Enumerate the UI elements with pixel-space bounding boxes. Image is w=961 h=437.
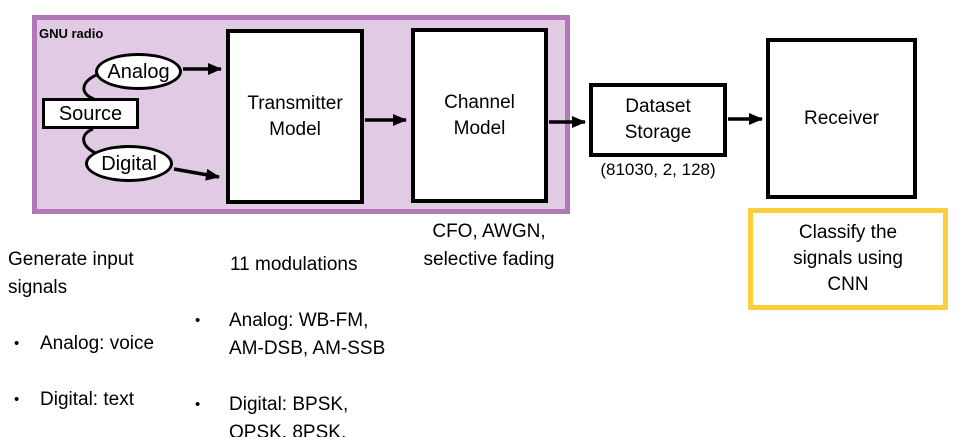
source-label: Source [58, 102, 123, 125]
receiver-label: Receiver [804, 107, 879, 129]
annotation-generate-item-digital: • Digital: text [8, 386, 198, 414]
bullet-icon: • [195, 396, 201, 413]
transmitter-model-label: Transmitter Model [247, 92, 343, 140]
classify-note-box: Classify the signals using CNN [748, 208, 948, 310]
channel-model-node: Channel Model [411, 28, 548, 203]
digital-node: Digital [85, 145, 173, 182]
annotation-channel-effects: CFO, AWGN, selective fading [423, 221, 555, 270]
analog-label: Analog [107, 60, 170, 83]
annotation-modulations-title: 11 modulations [230, 254, 358, 275]
source-node: Source [42, 98, 139, 129]
annotation-modulations-item-digital: • Digital: BPSK, QPSK, 8PSK, 16QAM, 64QA… [193, 391, 408, 437]
bullet-icon: • [195, 312, 201, 329]
bullet-icon: • [14, 335, 20, 352]
annotation-generate-input: Generate input signals • Analog: voice •… [8, 218, 198, 437]
analog-node: Analog [95, 53, 182, 90]
gnu-radio-label: GNU radio [39, 26, 104, 41]
dataset-storage-label: Dataset Storage [624, 96, 692, 143]
dataset-shape-label: (81030, 2, 128) [600, 160, 716, 179]
bullet-icon: • [14, 391, 20, 408]
annotation-modulations-item-analog: • Analog: WB-FM, AM-DSB, AM-SSB [193, 307, 408, 363]
transmitter-model-node: Transmitter Model [226, 29, 364, 204]
digital-label: Digital [101, 152, 157, 175]
annotation-generate-item-analog: • Analog: voice [8, 330, 198, 358]
classify-note-label: Classify the signals using CNN [793, 222, 903, 295]
annotation-modulations: 11 modulations • Analog: WB-FM, AM-DSB, … [193, 223, 408, 437]
dataset-storage-node: Dataset Storage [589, 83, 727, 157]
annotation-generate-title: Generate input signals [8, 249, 134, 298]
channel-model-label: Channel Model [444, 91, 515, 139]
receiver-node: Receiver [766, 38, 917, 199]
